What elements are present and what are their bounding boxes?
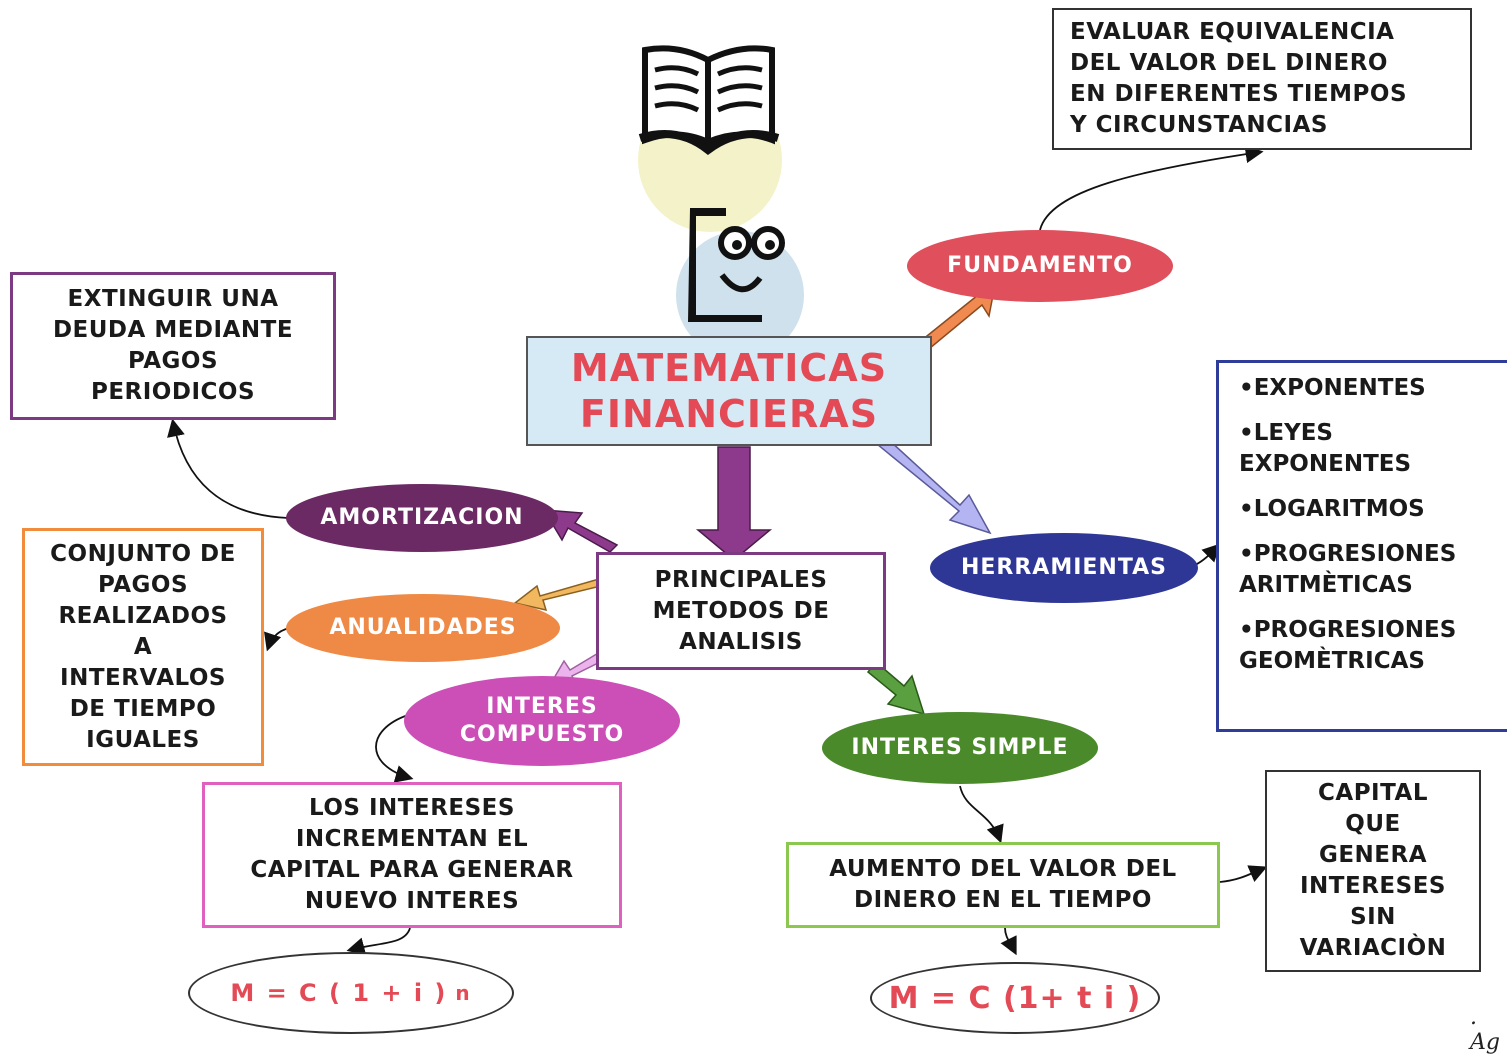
tool-item: •EXPONENTES bbox=[1239, 373, 1507, 404]
formula-simple-text: M = C (1+ t i ) bbox=[888, 980, 1142, 1016]
desc-line: DE TIEMPO bbox=[69, 695, 217, 722]
compuesto-description: LOS INTERESES INCREMENTAN EL CAPITAL PAR… bbox=[202, 782, 622, 928]
desc-line: INCREMENTAN EL bbox=[295, 826, 529, 852]
methods-line: PRINCIPALES bbox=[654, 566, 828, 593]
connector-simple-capital bbox=[1219, 865, 1268, 883]
signature: . Ag bbox=[1470, 1005, 1500, 1055]
connector-compuesto-desc bbox=[375, 714, 414, 783]
desc-line: SIN bbox=[1350, 904, 1396, 930]
branch-amortizacion-label: AMORTIZACION bbox=[320, 505, 524, 530]
tool-line: •LEYES bbox=[1239, 420, 1333, 446]
connector-amortizacion-desc bbox=[167, 418, 289, 519]
tool-item: •PROGRESIONES GEOMÈTRICAS bbox=[1239, 615, 1507, 677]
desc-line: DEUDA MEDIANTE bbox=[52, 317, 294, 343]
branch-herramientas-label: HERRAMIENTAS bbox=[960, 555, 1168, 580]
desc-line: CONJUNTO DE bbox=[50, 540, 236, 567]
desc-line: GENERA bbox=[1318, 842, 1428, 868]
desc-line: DINERO EN EL TIEMPO bbox=[854, 887, 1152, 913]
arrow-to-herramientas bbox=[871, 428, 992, 535]
anualidades-description: CONJUNTO DE PAGOS REALIZADOS A INTERVALO… bbox=[22, 528, 264, 766]
branch-compuesto-line2: COMPUESTO bbox=[459, 722, 625, 747]
capital-description: CAPITAL QUE GENERA INTERESES SIN VARIACI… bbox=[1265, 770, 1481, 972]
methods-box: PRINCIPALES METODOS DE ANALISIS bbox=[596, 552, 886, 670]
tool-line: ARITMÈTICAS bbox=[1239, 572, 1413, 598]
herramientas-list: •EXPONENTES •LEYES EXPONENTES •LOGARITMO… bbox=[1216, 360, 1507, 732]
branch-interes-compuesto: INTERES COMPUESTO bbox=[404, 676, 680, 766]
book-icon bbox=[638, 45, 780, 156]
branch-herramientas: HERRAMIENTAS bbox=[930, 533, 1198, 603]
arrow-to-interes-simple bbox=[866, 660, 926, 716]
tool-line: EXPONENTES bbox=[1239, 451, 1412, 477]
tool-line: •LOGARITMOS bbox=[1239, 496, 1425, 522]
connector-simple-formula bbox=[1000, 927, 1017, 956]
methods-line: ANALISIS bbox=[679, 628, 803, 655]
desc-line: PERIODICOS bbox=[90, 379, 256, 405]
desc-line: CAPITAL PARA GENERAR bbox=[250, 857, 574, 883]
connector-simple-desc bbox=[959, 785, 1004, 844]
amortizacion-description: EXTINGUIR UNA DEUDA MEDIANTE PAGOS PERIO… bbox=[10, 272, 336, 420]
branch-fundamento: FUNDAMENTO bbox=[907, 230, 1173, 302]
connector-fundamento-desc bbox=[1039, 145, 1264, 231]
formula-compuesto-exponent: n bbox=[455, 981, 472, 1005]
central-title-line1: MATEMATICAS bbox=[570, 346, 888, 390]
branch-amortizacion: AMORTIZACION bbox=[286, 484, 558, 552]
formula-compuesto: M = C ( 1 + i ) n bbox=[188, 952, 514, 1034]
desc-line: QUE bbox=[1345, 811, 1401, 837]
desc-line: VARIACIÒN bbox=[1299, 935, 1447, 961]
tool-line: •PROGRESIONES bbox=[1239, 541, 1457, 567]
tool-item: •LEYES EXPONENTES bbox=[1239, 418, 1507, 480]
desc-line: AUMENTO DEL VALOR DEL bbox=[829, 856, 1177, 882]
central-topic: MATEMATICAS FINANCIERAS bbox=[526, 336, 932, 446]
desc-line: CAPITAL bbox=[1318, 780, 1428, 806]
desc-line: REALIZADOS bbox=[58, 602, 228, 629]
desc-line: PAGOS bbox=[127, 348, 219, 374]
connector-compuesto-formula bbox=[346, 927, 411, 955]
branch-anualidades: ANUALIDADES bbox=[286, 594, 560, 662]
desc-line: EN DIFERENTES TIEMPOS bbox=[1070, 81, 1408, 107]
reader-illustration bbox=[638, 45, 804, 340]
arrow-to-anualidades bbox=[513, 576, 611, 612]
desc-line: NUEVO INTERES bbox=[304, 888, 520, 914]
head-icon bbox=[688, 208, 785, 322]
fundamento-description: EVALUAR EQUIVALENCIA DEL VALOR DEL DINER… bbox=[1052, 8, 1472, 150]
formula-simple: M = C (1+ t i ) bbox=[870, 962, 1160, 1034]
arrow-to-amortizacion bbox=[542, 509, 619, 553]
tool-line: GEOMÈTRICAS bbox=[1239, 648, 1425, 674]
branch-fundamento-label: FUNDAMENTO bbox=[947, 253, 1133, 278]
branch-anualidades-label: ANUALIDADES bbox=[329, 615, 517, 640]
central-title-line2: FINANCIERAS bbox=[579, 392, 879, 436]
desc-line: IGUALES bbox=[86, 726, 200, 753]
desc-line: INTERESES bbox=[1300, 873, 1446, 899]
desc-line: EXTINGUIR UNA bbox=[67, 286, 279, 312]
branch-compuesto-line1: INTERES bbox=[486, 694, 598, 719]
tool-line: •PROGRESIONES bbox=[1239, 617, 1457, 643]
desc-line: PAGOS bbox=[97, 571, 189, 598]
desc-line: INTERVALOS bbox=[60, 664, 226, 691]
desc-line: LOS INTERESES bbox=[309, 795, 515, 821]
desc-line: DEL VALOR DEL DINERO bbox=[1070, 50, 1388, 76]
arrow-to-methods bbox=[695, 446, 773, 561]
desc-line: A bbox=[133, 633, 153, 660]
simple-description: AUMENTO DEL VALOR DEL DINERO EN EL TIEMP… bbox=[786, 842, 1220, 928]
branch-interes-simple: INTERES SIMPLE bbox=[822, 712, 1098, 784]
tool-line: •EXPONENTES bbox=[1239, 375, 1426, 401]
tool-item: •LOGARITMOS bbox=[1239, 494, 1507, 525]
desc-line: Y CIRCUNSTANCIAS bbox=[1070, 112, 1328, 138]
branch-simple-label: INTERES SIMPLE bbox=[851, 735, 1069, 760]
tool-item: •PROGRESIONES ARITMÈTICAS bbox=[1239, 539, 1507, 601]
formula-compuesto-base: M = C ( 1 + i ) bbox=[230, 979, 448, 1007]
desc-line: EVALUAR EQUIVALENCIA bbox=[1070, 19, 1395, 45]
methods-line: METODOS DE bbox=[652, 597, 830, 624]
connector-herramientas-list bbox=[1194, 543, 1221, 566]
